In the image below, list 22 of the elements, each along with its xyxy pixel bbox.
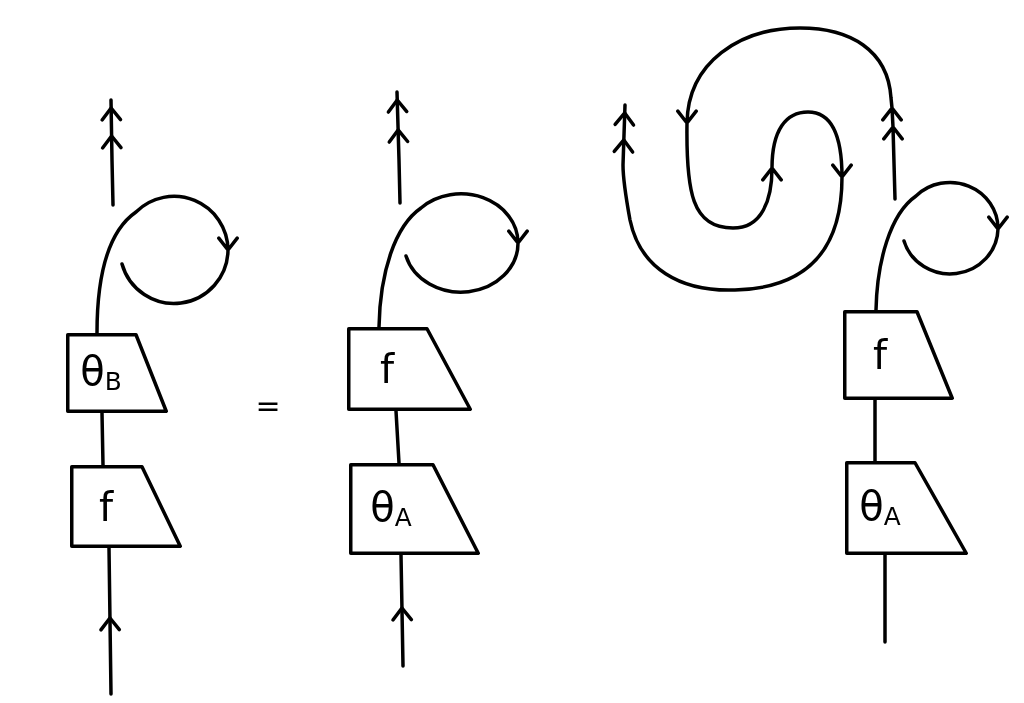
trapezoid-box <box>843 310 954 400</box>
box-label: θ$_{A}$ <box>859 485 901 531</box>
trapezoid-box <box>70 465 182 548</box>
wire <box>883 553 887 644</box>
box-label: f <box>98 486 114 527</box>
box-label: f <box>872 335 888 375</box>
box-label: θ$_{A}$ <box>370 486 412 532</box>
trapezoid-box <box>66 333 168 413</box>
trapezoid-box <box>845 461 968 555</box>
wire <box>377 90 529 329</box>
wire <box>95 98 239 335</box>
equals-sign: = <box>255 391 281 421</box>
wire <box>391 553 414 668</box>
box-label: f <box>379 349 395 389</box>
trapezoid-box <box>349 463 480 555</box>
wire <box>612 26 1009 312</box>
wire <box>394 409 401 465</box>
box-label: θ$_{B}$ <box>80 350 122 396</box>
wire <box>873 398 877 463</box>
wire <box>99 546 122 696</box>
trapezoid-box <box>347 327 472 411</box>
wire <box>100 411 105 467</box>
